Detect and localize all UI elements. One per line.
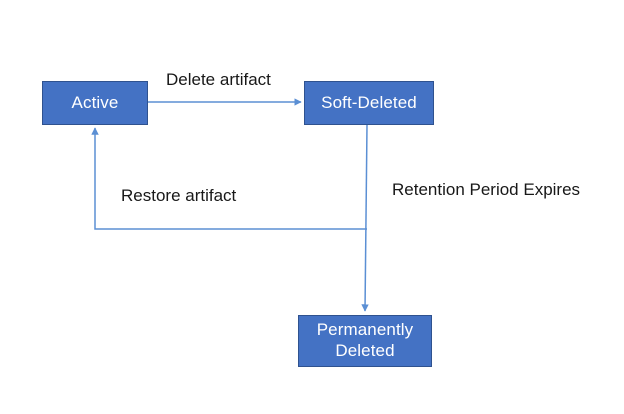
state-node-active[interactable]: Active [42, 81, 148, 125]
transition-label-delete-artifact: Delete artifact [166, 70, 271, 89]
transition-label-restore-artifact: Restore artifact [121, 186, 237, 205]
transition-label-retention-period-expires: Retention Period Expires [392, 180, 581, 199]
state-node-permanently-deleted[interactable]: Permanently Deleted [298, 315, 432, 367]
transition-arrow-restore [91, 127, 367, 230]
state-node-soft-deleted[interactable]: Soft-Deleted [304, 81, 434, 125]
transition-arrow-expire [361, 124, 369, 312]
